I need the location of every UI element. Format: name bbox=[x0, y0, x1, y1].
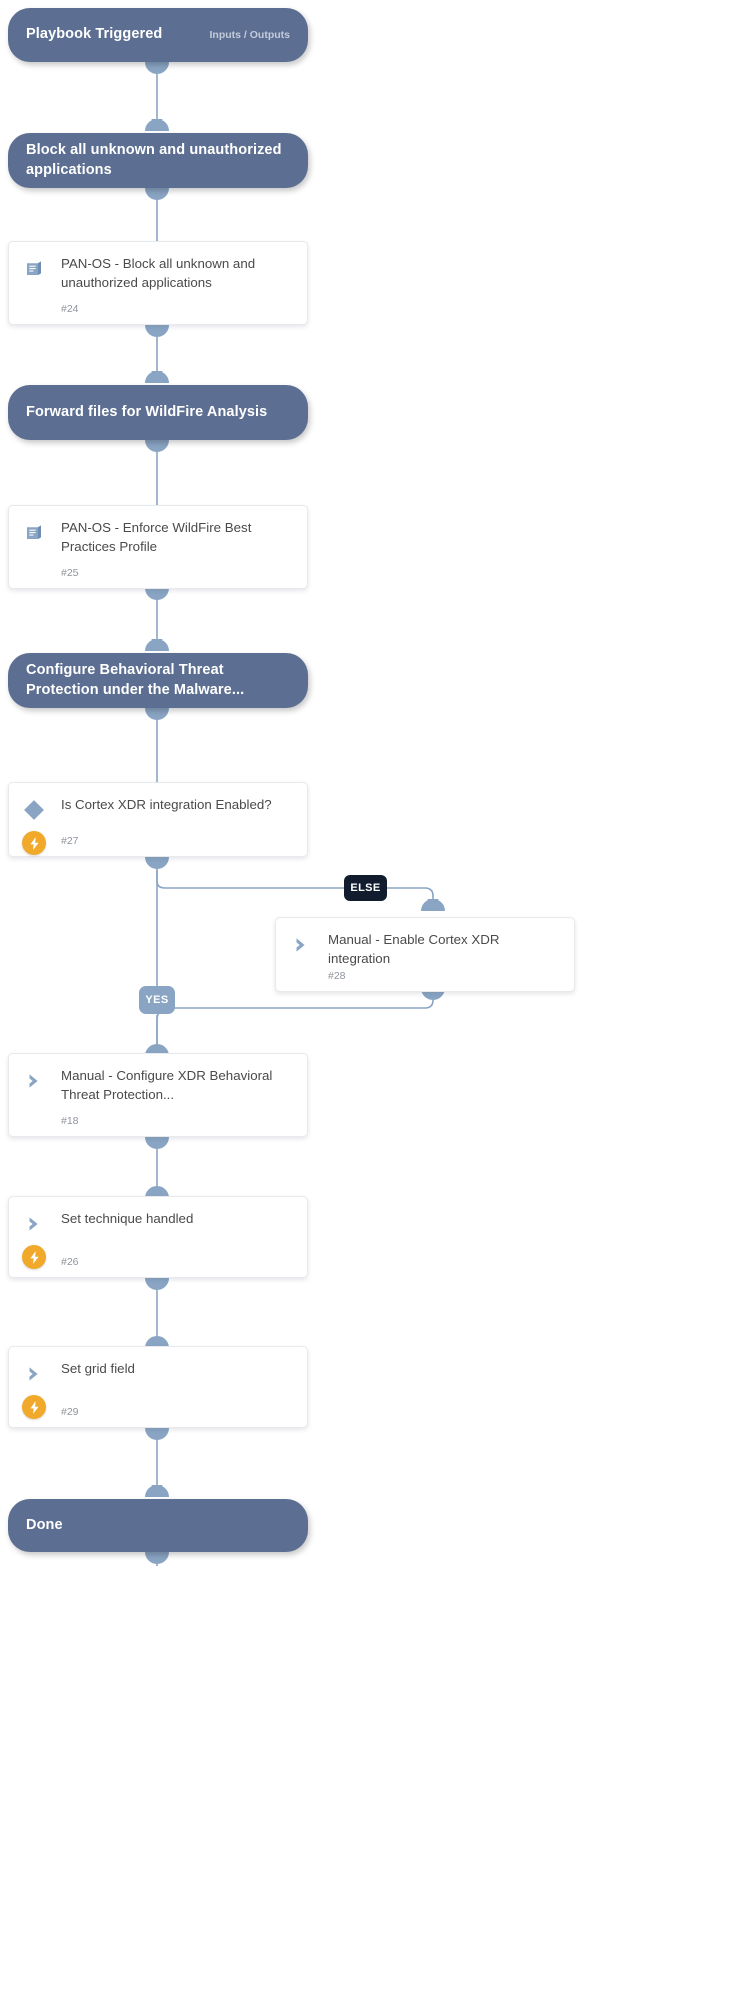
section-title: Done bbox=[26, 1516, 63, 1533]
node-done[interactable]: Done bbox=[8, 1499, 308, 1552]
task-id: #18 bbox=[61, 1115, 79, 1127]
chevron-icon bbox=[23, 1213, 45, 1235]
task-id: #24 bbox=[61, 303, 79, 315]
branch-label-else[interactable]: ELSE bbox=[344, 875, 387, 901]
section-title: Block all unknown and unauthorized appli… bbox=[26, 142, 282, 178]
task-card-27[interactable]: Is Cortex XDR integration Enabled? #27 bbox=[8, 782, 308, 857]
task-card-18[interactable]: Manual - Configure XDR Behavioral Threat… bbox=[8, 1053, 308, 1137]
task-id: #25 bbox=[61, 567, 79, 579]
section-title: Configure Behavioral Threat Protection u… bbox=[26, 662, 245, 698]
lightning-icon bbox=[22, 1245, 46, 1269]
diamond-icon bbox=[23, 799, 45, 821]
node-forward-wildfire[interactable]: Forward files for WildFire Analysis bbox=[8, 385, 308, 440]
chevron-icon bbox=[23, 1070, 45, 1092]
section-title: Playbook Triggered bbox=[26, 26, 163, 43]
node-configure-btp[interactable]: Configure Behavioral Threat Protection u… bbox=[8, 653, 308, 708]
branch-label-text: ELSE bbox=[350, 882, 381, 894]
task-title: Set grid field bbox=[61, 1361, 135, 1376]
inputs-outputs-label[interactable]: Inputs / Outputs bbox=[209, 29, 291, 41]
node-block-unknown-apps[interactable]: Block all unknown and unauthorized appli… bbox=[8, 133, 308, 188]
task-card-25[interactable]: PAN-OS - Enforce WildFire Best Practices… bbox=[8, 505, 308, 589]
task-title: Manual - Configure XDR Behavioral Threat… bbox=[61, 1068, 273, 1102]
book-icon bbox=[23, 522, 45, 544]
task-id: #28 bbox=[328, 970, 346, 982]
task-title: PAN-OS - Block all unknown and unauthori… bbox=[61, 256, 256, 290]
task-title: Set technique handled bbox=[61, 1211, 194, 1226]
task-title: Manual - Enable Cortex XDR integration bbox=[328, 932, 500, 966]
task-id: #29 bbox=[61, 1406, 79, 1418]
task-id: #26 bbox=[61, 1256, 79, 1268]
task-card-24[interactable]: PAN-OS - Block all unknown and unauthori… bbox=[8, 241, 308, 325]
task-title: PAN-OS - Enforce WildFire Best Practices… bbox=[61, 520, 252, 554]
section-title: Forward files for WildFire Analysis bbox=[26, 403, 268, 420]
task-card-26[interactable]: Set technique handled #26 bbox=[8, 1196, 308, 1278]
lightning-icon bbox=[22, 1395, 46, 1419]
task-card-29[interactable]: Set grid field #29 bbox=[8, 1346, 308, 1428]
branch-label-text: YES bbox=[145, 994, 169, 1006]
task-title: Is Cortex XDR integration Enabled? bbox=[61, 797, 272, 812]
task-id: #27 bbox=[61, 835, 79, 847]
branch-label-yes[interactable]: YES bbox=[139, 986, 175, 1014]
chevron-icon bbox=[290, 934, 312, 956]
task-card-28[interactable]: Manual - Enable Cortex XDR integration #… bbox=[275, 917, 575, 992]
lightning-icon bbox=[22, 831, 46, 855]
book-icon bbox=[23, 258, 45, 280]
chevron-icon bbox=[23, 1363, 45, 1385]
node-playbook-triggered[interactable]: Playbook Triggered Inputs / Outputs bbox=[8, 8, 308, 62]
